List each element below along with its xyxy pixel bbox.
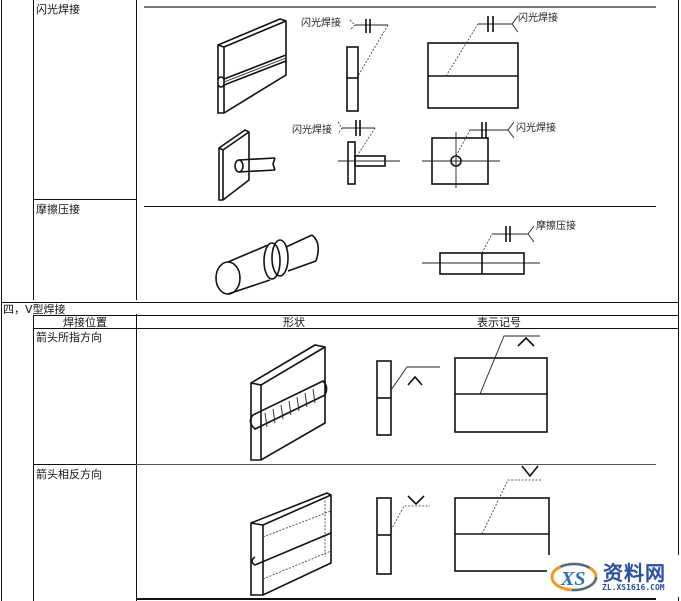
flash-rod-plate-drawing	[218, 129, 276, 201]
header-shape: 形状	[283, 316, 305, 329]
row-label-other-side: 箭头相反方向	[36, 468, 102, 481]
flash-symbol-label-3: 闪光焊接	[292, 125, 332, 136]
v-weld-other-side-plate-drawing	[250, 492, 332, 596]
svg-text:XS: XS	[560, 568, 585, 590]
section-top-rule	[1, 302, 679, 303]
xs-logo-icon: XS	[550, 562, 598, 592]
flash-symbol-label-4: 闪光焊接	[516, 123, 556, 134]
label-col-left	[33, 0, 34, 300]
left-border	[1, 0, 2, 601]
label-col-right-lower	[136, 314, 137, 601]
v-weld-other-side-front-view	[454, 465, 550, 572]
header-symbol: 表示记号	[477, 316, 521, 329]
row-label-arrow-side: 箭头所指方向	[36, 331, 102, 344]
right-border	[678, 0, 679, 601]
v-weld-arrow-side-front-view	[454, 335, 548, 433]
header-bottom-rule	[33, 328, 679, 329]
header-weld-position: 焊接位置	[63, 316, 107, 329]
flash-butt-plate-drawing	[217, 18, 287, 114]
v-weld-other-side-section	[376, 495, 430, 575]
label-col-right	[136, 0, 137, 300]
v-weld-arrow-side-section	[376, 360, 440, 436]
header-top-rule	[33, 315, 679, 316]
label-col-left-lower	[33, 316, 34, 601]
friction-symbol-label: 摩擦压接	[536, 221, 576, 232]
row-divider	[33, 464, 137, 465]
friction-weld-symbol-drawing	[422, 225, 540, 275]
flash-symbol-label-1: 闪光焊接	[301, 18, 341, 29]
watermark-url: ZL.XS1616.COM	[602, 583, 665, 592]
flash-rod-front-view	[422, 121, 515, 188]
top-rule	[144, 6, 656, 8]
flash-plate-front-view	[427, 15, 519, 109]
row-label-friction-welding: 摩擦压接	[36, 203, 80, 216]
label-cell-bottom	[33, 199, 137, 200]
flash-rod-side-view	[337, 120, 400, 185]
row-divider-right	[136, 464, 656, 465]
bottom-rule	[136, 598, 656, 600]
v-weld-arrow-side-plate-drawing	[249, 344, 328, 461]
watermark: XS 资料网 ZL.XS1616.COM	[547, 555, 681, 597]
section-title: 四，V型焊接	[3, 303, 66, 316]
watermark-name: 资料网	[603, 561, 666, 585]
friction-rule	[144, 206, 656, 207]
friction-weld-rod-drawing	[215, 234, 320, 295]
row-label-flash-welding: 闪光焊接	[36, 3, 80, 16]
flash-symbol-label-2: 闪光焊接	[518, 13, 558, 24]
flash-plate-side-view	[346, 19, 389, 112]
